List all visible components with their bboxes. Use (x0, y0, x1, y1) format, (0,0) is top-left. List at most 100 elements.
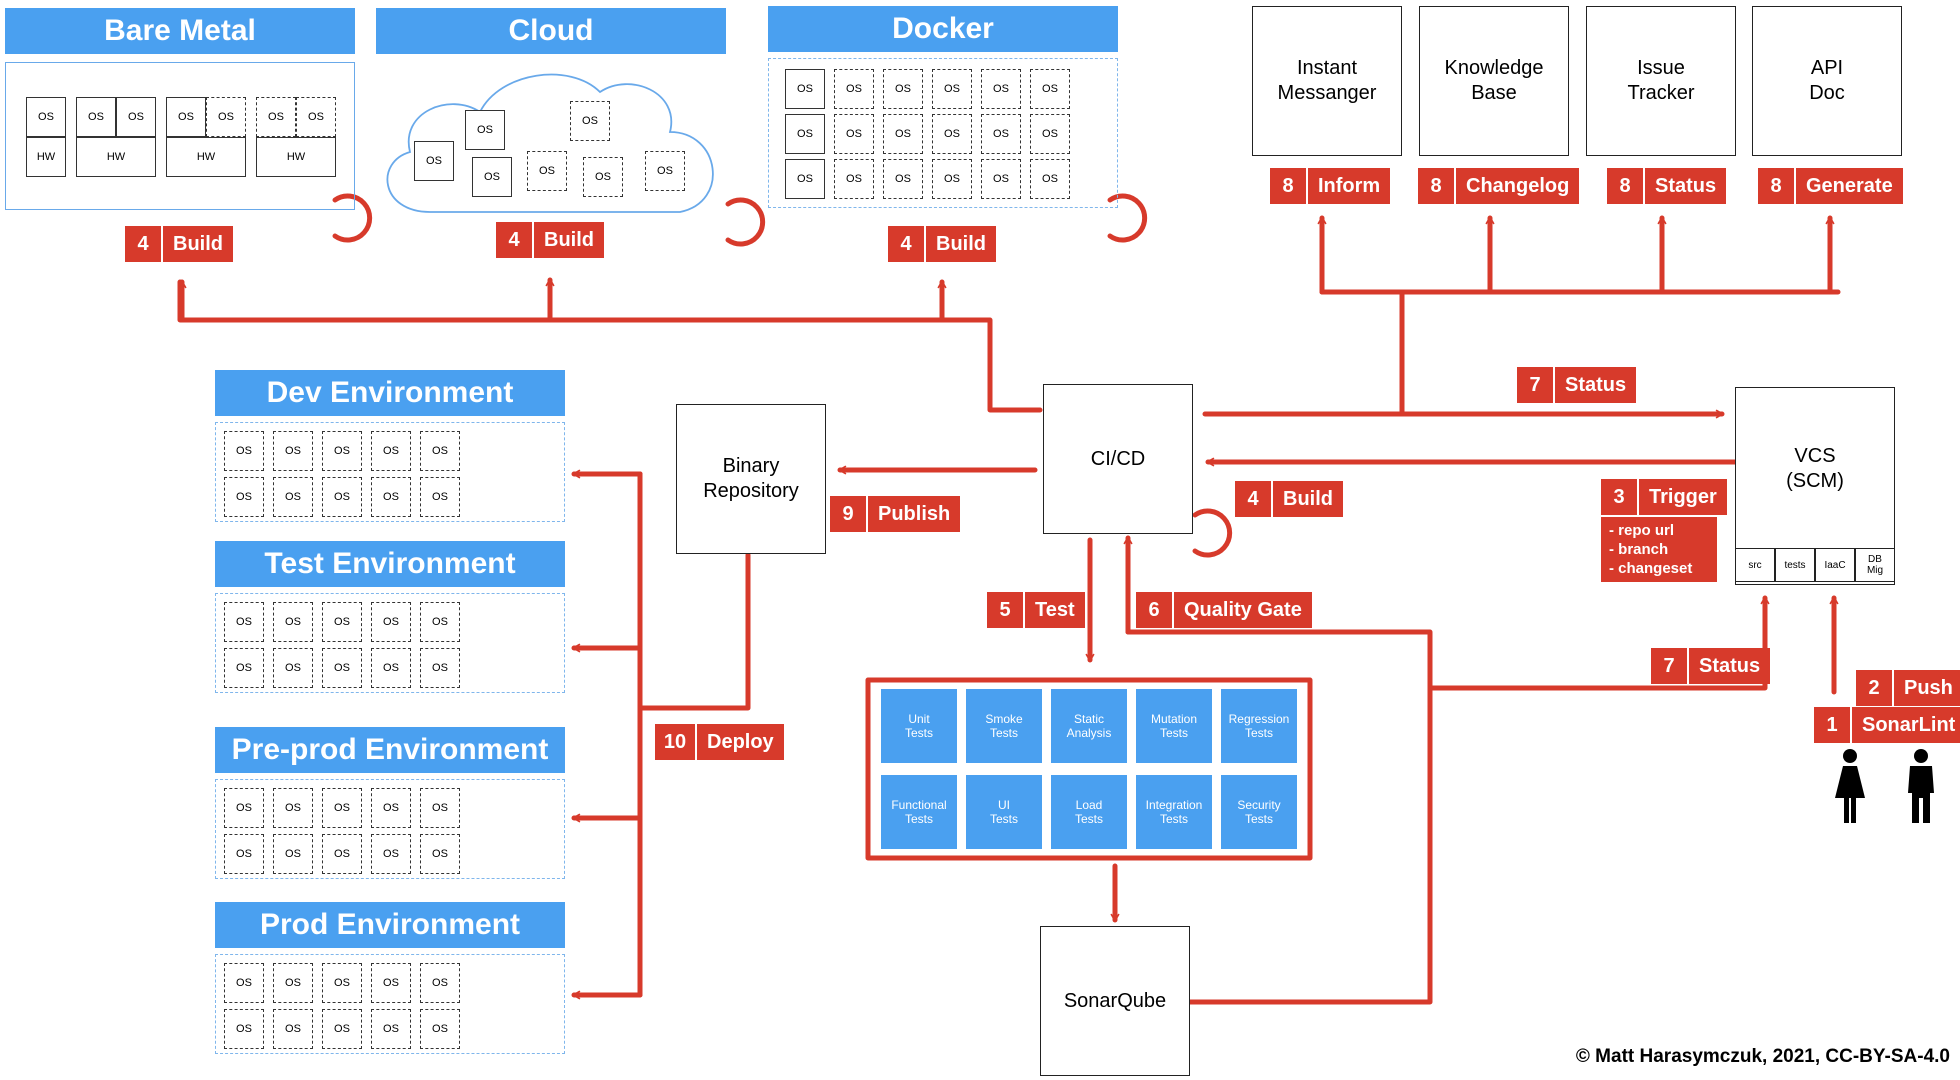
step-number: 4 (1235, 481, 1273, 517)
cloud-os: OS (645, 151, 685, 191)
docker-os: OS (834, 159, 874, 199)
step-number: 6 (1136, 592, 1174, 628)
environment-os: OS (224, 963, 264, 1003)
issue-tracker-box: Issue Tracker (1586, 6, 1736, 156)
cicd-box: CI/CD (1043, 384, 1193, 534)
bm-os: OS (26, 97, 66, 137)
bm-os: OS (296, 97, 336, 137)
environment-os: OS (371, 602, 411, 642)
test-tile: Unit Tests (881, 689, 957, 763)
test-tile: Mutation Tests (1136, 689, 1212, 763)
docker-os: OS (1030, 114, 1070, 154)
step-number: 8 (1270, 168, 1308, 204)
environment-os: OS (322, 477, 362, 517)
environment-os: OS (371, 788, 411, 828)
environment-os: OS (322, 963, 362, 1003)
credit-text: © Matt Harasymczuk, 2021, CC-BY-SA-4.0 (1575, 1046, 1950, 1067)
environment-os: OS (371, 963, 411, 1003)
cloud-os: OS (570, 101, 610, 141)
step-label: Build (926, 226, 996, 262)
bare-metal-title: Bare Metal (104, 14, 256, 47)
cloud-os: OS (414, 141, 454, 181)
docker-os: OS (981, 159, 1021, 199)
step-label: Publish (868, 496, 961, 532)
docker-os: OS (981, 69, 1021, 109)
step-label: Test (1025, 592, 1085, 628)
test-tile: Smoke Tests (966, 689, 1042, 763)
step-number: 4 (496, 222, 534, 258)
environment-os: OS (224, 648, 264, 688)
bm-hw: HW (26, 137, 66, 177)
step-number: 3 (1601, 479, 1639, 515)
trigger-params: - repo url - branch - changeset (1601, 517, 1717, 582)
female-developer-icon (1835, 749, 1865, 823)
step-number: 8 (1418, 168, 1456, 204)
environment-os: OS (420, 834, 460, 874)
step-number: 10 (655, 724, 697, 760)
knowledge-base-box: Knowledge Base (1419, 6, 1569, 156)
environment-os: OS (273, 834, 313, 874)
docker-title: Docker (892, 12, 994, 45)
cloud-os: OS (465, 110, 505, 150)
environment-os: OS (273, 431, 313, 471)
vcs-segment-iaac: IaaC (1815, 548, 1855, 582)
environment-header: Pre-prod Environment (215, 727, 565, 773)
test-tile: UI Tests (966, 775, 1042, 849)
environment-header: Dev Environment (215, 370, 565, 416)
environment-os: OS (420, 963, 460, 1003)
environment-os: OS (420, 477, 460, 517)
environment-os: OS (273, 1009, 313, 1049)
environment-os: OS (371, 1009, 411, 1049)
step-number: 8 (1758, 168, 1796, 204)
step-number: 4 (888, 226, 926, 262)
step-label: Generate (1796, 168, 1903, 204)
environment-os: OS (224, 1009, 264, 1049)
environment-os: OS (371, 648, 411, 688)
cloud-header: Cloud (376, 8, 726, 54)
test-tile: Integration Tests (1136, 775, 1212, 849)
test-tile: Static Analysis (1051, 689, 1127, 763)
cloud-os: OS (472, 157, 512, 197)
step-label: Deploy (697, 724, 784, 760)
environment-os: OS (322, 788, 362, 828)
test-tile: Functional Tests (881, 775, 957, 849)
docker-os: OS (932, 159, 972, 199)
step-label: Push (1894, 670, 1960, 706)
environment-os: OS (420, 788, 460, 828)
docker-os: OS (834, 69, 874, 109)
trigger-param: - branch (1609, 541, 1669, 558)
docker-os: OS (883, 159, 923, 199)
step-label: Build (1273, 481, 1343, 517)
environment-title: Prod Environment (259, 908, 521, 941)
test-tile: Regression Tests (1221, 689, 1297, 763)
step-label: Changelog (1456, 168, 1580, 204)
environment-os: OS (224, 834, 264, 874)
environment-header: Test Environment (215, 541, 565, 587)
environment-os: OS (420, 602, 460, 642)
docker-os: OS (1030, 159, 1070, 199)
docker-os: OS (932, 114, 972, 154)
bm-os: OS (256, 97, 296, 137)
step-label: Trigger (1639, 479, 1727, 515)
docker-os: OS (785, 114, 825, 154)
cloud-os: OS (583, 157, 623, 197)
environment-os: OS (371, 834, 411, 874)
binary-repository-box: Binary Repository (676, 404, 826, 554)
docker-os: OS (785, 159, 825, 199)
cloud-os: OS (527, 151, 567, 191)
step-label: Build (534, 222, 604, 258)
bm-hw: HW (256, 137, 336, 177)
step-label: Status (1645, 168, 1727, 204)
step-label: Status (1689, 648, 1771, 684)
